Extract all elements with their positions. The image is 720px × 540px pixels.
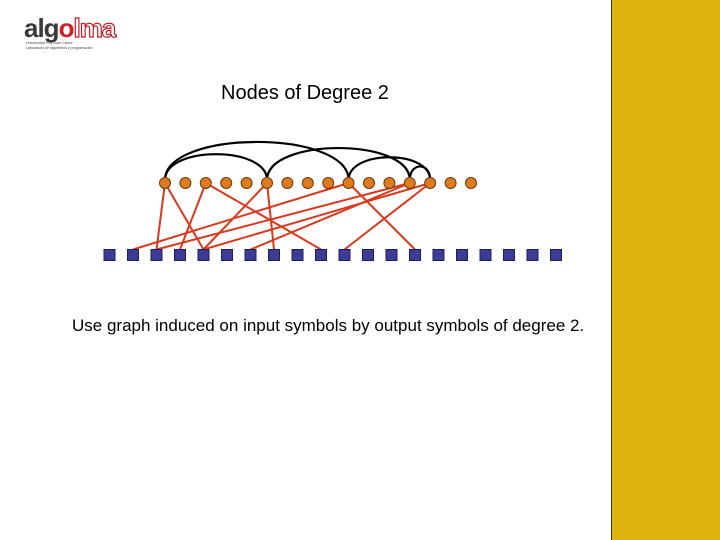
input-node [424, 177, 437, 189]
graph-edge [250, 182, 411, 251]
input-node [220, 177, 233, 189]
input-node [240, 177, 253, 189]
output-node [385, 249, 398, 261]
graph-edge [347, 182, 416, 251]
slide-title: Nodes of Degree 2 [221, 82, 389, 104]
output-node [268, 249, 280, 261]
output-node [315, 249, 327, 261]
input-node [403, 177, 416, 189]
slide-caption: Use graph induced on input symbols by ou… [72, 316, 585, 335]
output-node [456, 249, 468, 261]
output-node [503, 249, 515, 261]
graph-edge [202, 182, 268, 251]
arc-edge [265, 146, 411, 181]
logo-wordmark: algolma [24, 13, 117, 43]
algolma-logo: algolma Universidad Rey Juan Carlos Labo… [22, 13, 132, 54]
output-symbols [103, 249, 562, 261]
graph-edge [155, 182, 166, 250]
output-node [221, 249, 233, 261]
output-node [197, 249, 210, 261]
bipartite-graph [103, 140, 562, 261]
input-node [383, 177, 396, 189]
arc-edge [163, 140, 350, 181]
input-node [159, 177, 171, 189]
output-node [338, 249, 351, 261]
input-node [342, 177, 355, 189]
graph-edge [132, 182, 349, 251]
output-node [150, 249, 163, 261]
degree2-edges [132, 182, 431, 251]
logo-plus-symbol: o [58, 13, 75, 43]
output-node [291, 249, 304, 261]
arc-edge [347, 156, 432, 181]
output-node [526, 249, 539, 261]
output-node [362, 249, 374, 261]
input-node [179, 177, 192, 189]
output-node [244, 249, 257, 261]
graph-edge [266, 182, 275, 250]
arc-edge [408, 165, 432, 181]
input-node [281, 177, 294, 189]
side-panel [611, 0, 720, 540]
input-node [301, 177, 314, 189]
logo-tagline: Universidad Rey Juan Carlos [26, 41, 73, 45]
output-node [432, 249, 445, 261]
input-node [465, 177, 477, 189]
input-node [261, 177, 273, 189]
graph-edge [343, 182, 431, 251]
logo-tagline: Laboratorio de algoritmos y programación [26, 46, 93, 50]
graph-edge [205, 182, 322, 251]
input-node [199, 177, 212, 189]
output-node [409, 249, 421, 261]
graph-edge [203, 182, 431, 251]
output-node [127, 249, 139, 261]
graph-edge [156, 182, 411, 251]
output-node [174, 249, 186, 261]
input-arcs [163, 140, 432, 181]
output-node [550, 249, 562, 261]
input-symbols [159, 177, 477, 189]
input-node [363, 177, 375, 189]
input-node [444, 177, 457, 189]
input-node [322, 177, 335, 189]
output-node [103, 249, 116, 261]
output-node [479, 249, 492, 261]
graph-edge [179, 182, 207, 250]
arc-edge [163, 153, 269, 181]
